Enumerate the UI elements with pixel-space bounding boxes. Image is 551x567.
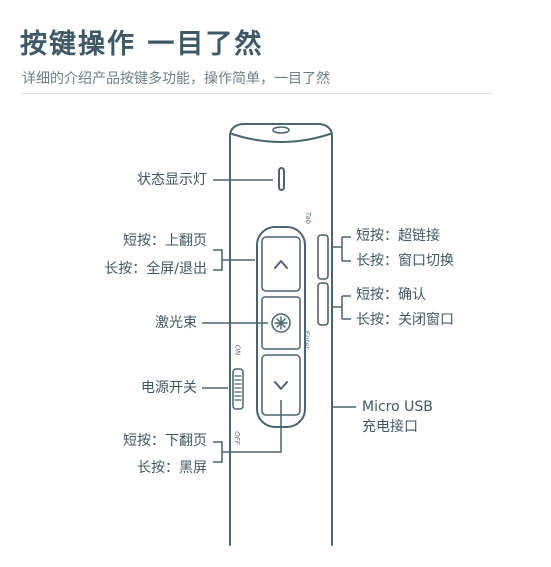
label-up-long: 长按：全屏/退出 [104,261,207,277]
lanyard-slot [272,126,290,134]
label-laser: 激光束 [155,315,197,331]
up-chevron [274,260,288,269]
label-status-light: 状态显示灯 [137,172,207,188]
leader-down-button [213,400,282,463]
label-enter-long: 长按：关闭窗口 [356,312,454,328]
page-subtitle: 详细的介绍产品按键多功能，操作简单，一目了然 [22,71,330,87]
label-tab-long: 长按：窗口切换 [356,253,454,269]
leader-up-button [213,249,255,271]
enter-device-label: Enter [302,330,311,350]
device-body [229,123,333,546]
label-tab-short: 短按：超链接 [356,228,440,244]
enter-side-button [317,282,329,326]
header-divider [22,93,492,94]
label-up-short: 短按：上翻页 [123,233,207,249]
label-down-long: 长按：黑屏 [137,460,207,476]
status-led [278,167,285,191]
on-device-label: ON [233,344,242,356]
laser-star-icon [274,316,288,330]
leader-tab-button [332,236,351,262]
tab-device-label: Tab [304,211,313,225]
off-device-label: OFF [232,431,241,445]
leader-enter-button [332,295,351,320]
label-power-switch: 电源开关 [141,380,197,396]
power-switch-body [232,368,244,410]
page-title: 按键操作 一目了然 [20,29,264,60]
label-enter-short: 短按：确认 [356,287,426,303]
label-down-short: 短按：下翻页 [123,433,207,449]
tab-side-button [317,234,329,280]
label-usb-line1: Micro USB [362,399,433,415]
up-button-frame [261,236,301,292]
power-switch-ridges [234,375,242,401]
label-usb-line2: 充电接口 [362,419,418,435]
down-chevron [274,381,288,390]
device-top-cap [231,133,331,143]
laser-star-circle [271,313,291,333]
